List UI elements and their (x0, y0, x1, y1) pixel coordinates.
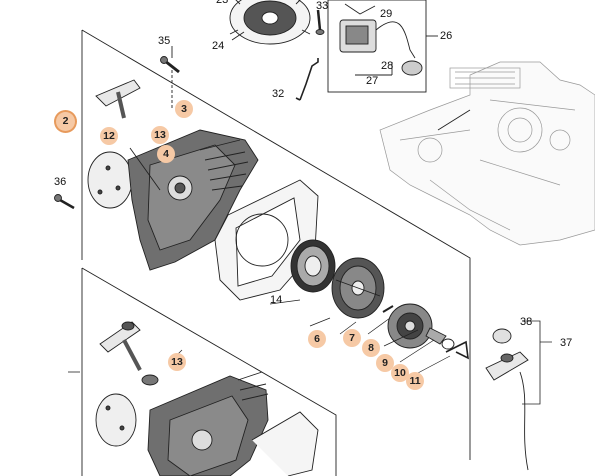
label-part-37: 37 (560, 337, 573, 349)
label-part-23: 23 (216, 0, 229, 6)
ignition-module-box (327, 0, 427, 93)
upper-assembly-frame (81, 29, 471, 460)
cover-disc-lower (95, 393, 137, 447)
pawl-drawing (425, 327, 447, 345)
pawl-carrier-drawing (387, 303, 433, 349)
engine-block-drawing (379, 61, 595, 246)
fan-housing-upper (127, 129, 259, 271)
callout-part-13-lower: 13 (168, 353, 186, 371)
callout-part-4: 4 (157, 145, 175, 163)
callout-part-9: 9 (376, 354, 394, 372)
rewind-spring-drawing (290, 239, 336, 293)
label-part-36: 36 (54, 176, 67, 188)
label-part-14: 14 (270, 294, 283, 306)
label-part-32: 32 (272, 88, 285, 100)
bolt-36-drawing (54, 194, 75, 210)
label-part-35: 35 (158, 35, 171, 47)
callout-part-3: 3 (175, 100, 193, 118)
callout-part-2: 2 (56, 112, 75, 131)
callout-part-7: 7 (343, 329, 361, 347)
label-part-26: 26 (440, 30, 453, 42)
label-part-33: 33 (316, 0, 329, 12)
spring-clip-11-drawing (445, 340, 469, 360)
fan-housing-lower (147, 371, 319, 476)
label-part-24: 24 (212, 40, 225, 52)
callout-part-10: 10 (391, 364, 409, 382)
starter-handle-lower (99, 321, 159, 386)
callout-part-6: 6 (308, 330, 326, 348)
handle-37-drawing (485, 328, 529, 471)
clip-32-drawing (295, 58, 319, 101)
label-part-28: 28 (381, 60, 394, 72)
callout-part-12: 12 (100, 127, 118, 145)
callout-part-8: 8 (362, 339, 380, 357)
label-part-38: 38 (520, 316, 533, 328)
callout-part-11: 11 (406, 372, 424, 390)
lower-assembly-frame (81, 267, 337, 476)
label-part-29: 29 (380, 8, 393, 20)
callout-part-13-upper: 13 (151, 126, 169, 144)
screw-8-drawing (382, 305, 394, 313)
starter-handle-upper (95, 79, 141, 119)
label-part-27: 27 (366, 75, 379, 87)
rope-pulley-drawing (331, 257, 385, 319)
washer-drawing (441, 338, 455, 350)
cover-disc-upper (87, 151, 133, 209)
screw-35-drawing (160, 46, 180, 110)
ignition-coil-drawing (339, 3, 423, 76)
flywheel-drawing (229, 0, 311, 45)
screw-33-drawing (315, 9, 325, 35)
